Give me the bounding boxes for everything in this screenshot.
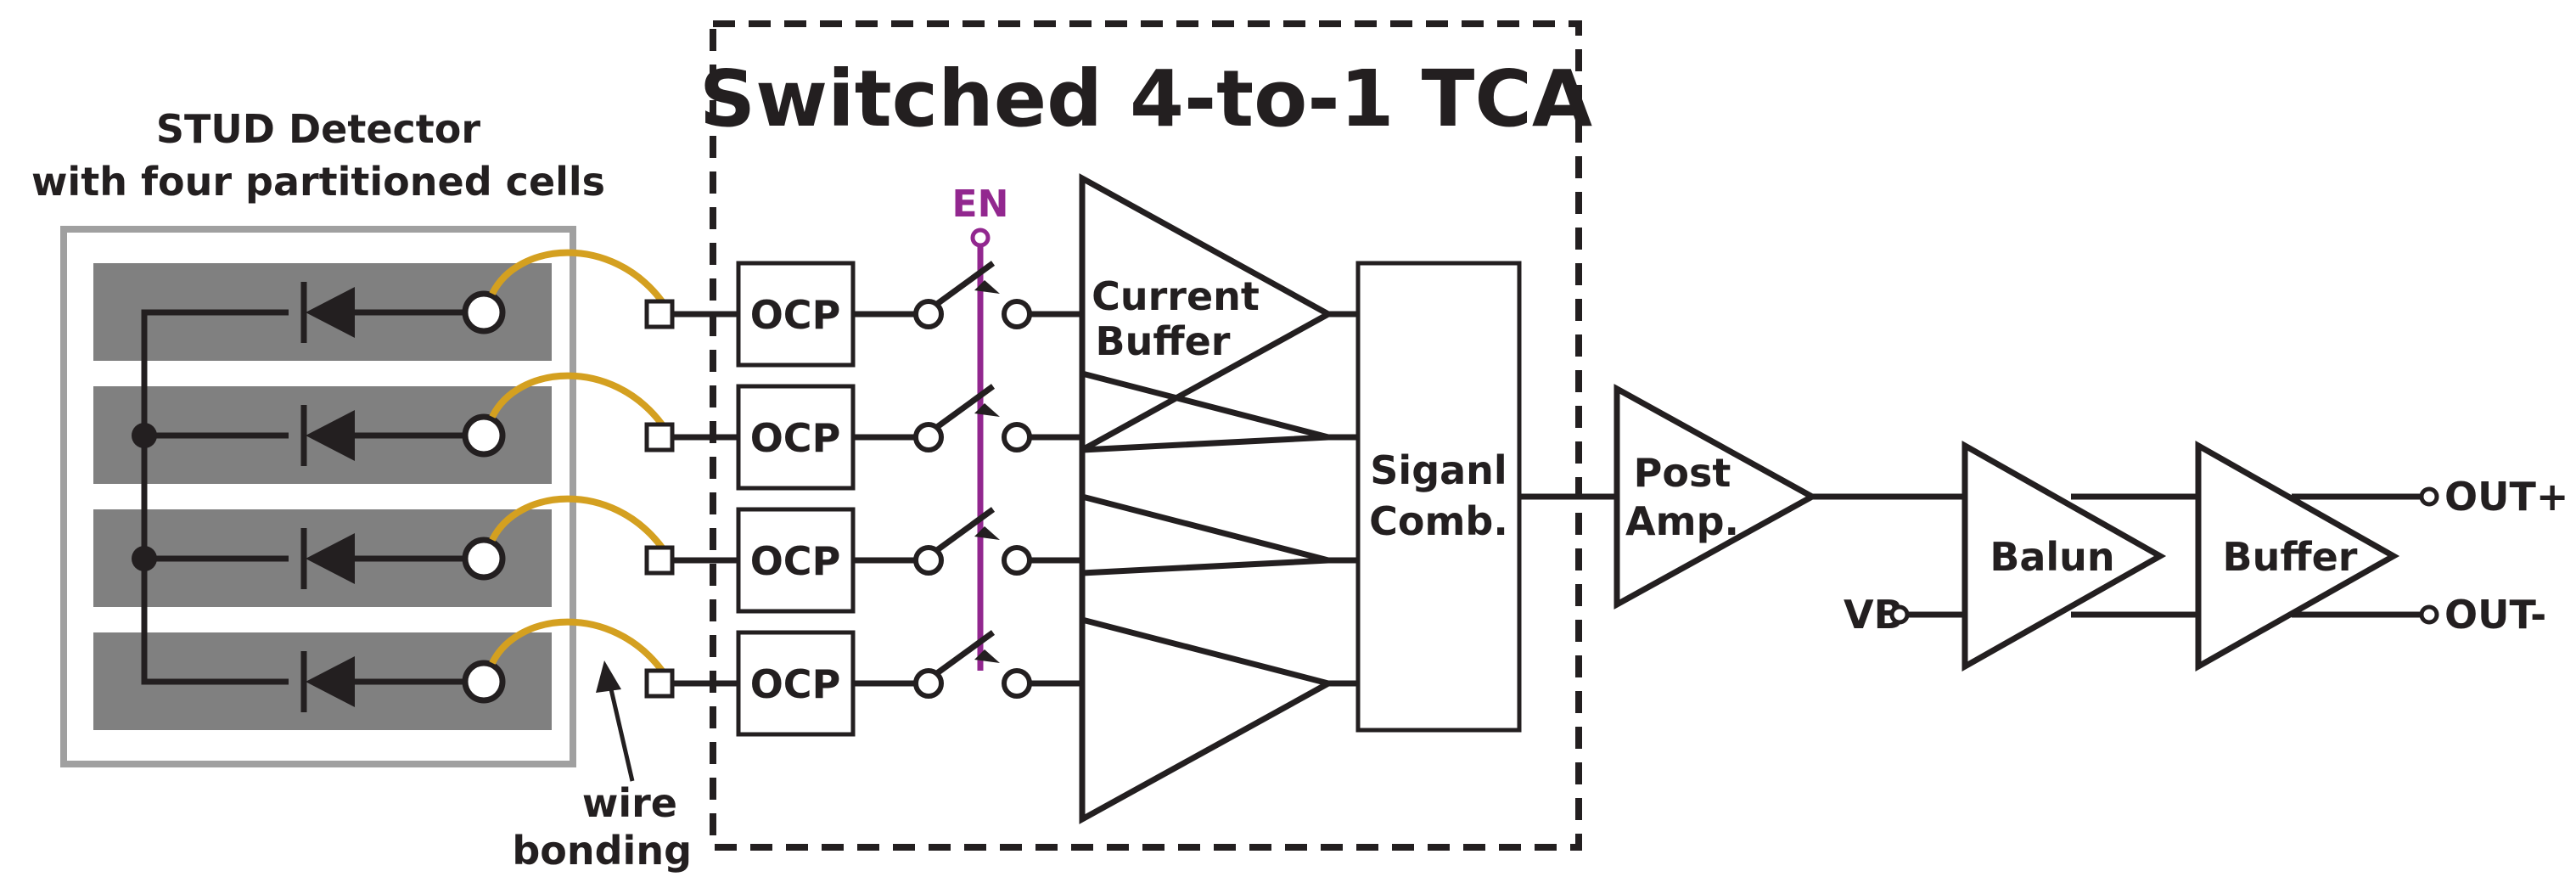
post-amp-triangle xyxy=(1614,384,1819,610)
balun-triangle xyxy=(1961,441,2167,672)
ocp-block-4: OCP xyxy=(736,630,856,737)
ocp-label: OCP xyxy=(750,538,841,584)
wire-bonding-label-line2: bonding xyxy=(512,828,692,874)
chip-pad-4 xyxy=(644,668,675,699)
chip-pad-1 xyxy=(644,299,675,329)
detector-title-line2: with four partitioned cells xyxy=(31,159,605,205)
switch-2 xyxy=(853,384,1082,452)
tca-title: Switched 4-to-1 TCA xyxy=(699,53,1592,144)
ocp-label: OCP xyxy=(750,661,841,707)
wire-bonding-arrow xyxy=(596,660,635,782)
diode-symbol-1 xyxy=(300,282,465,343)
signal-combiner-label-line1: Siganl xyxy=(1370,447,1507,493)
out-minus-label: OUT- xyxy=(2444,592,2546,638)
out-plus-terminal xyxy=(2419,486,2439,507)
ocp-block-2: OCP xyxy=(736,384,856,491)
switch-3 xyxy=(853,507,1082,576)
ocp-label: OCP xyxy=(750,292,841,338)
enable-terminal xyxy=(970,228,991,248)
bond-wire-3 xyxy=(489,495,665,550)
diode-symbol-3 xyxy=(300,528,465,589)
cell-pad-1 xyxy=(462,290,506,334)
bond-wire-4 xyxy=(489,618,665,673)
bond-wire-1 xyxy=(489,249,665,304)
current-buffer-label-line1: Current xyxy=(1092,273,1260,319)
common-bus xyxy=(132,309,289,685)
current-buffer-label-line2: Buffer xyxy=(1096,318,1231,364)
current-buffer-stack xyxy=(1079,173,1337,824)
cell-pad-2 xyxy=(462,413,506,458)
post-amp-label-line1: Post xyxy=(1634,450,1731,496)
cell-pad-4 xyxy=(462,660,506,704)
signal-combiner-label-line2: Comb. xyxy=(1369,498,1508,544)
signal-combiner-block xyxy=(1355,261,1522,733)
ocp-block-3: OCP xyxy=(736,507,856,614)
wire-bonding-label-line1: wire xyxy=(582,780,677,826)
switch-1 xyxy=(853,261,1082,329)
detector-title-line1: STUD Detector xyxy=(156,106,480,152)
diode-symbol-2 xyxy=(300,405,465,466)
ocp-block-1: OCP xyxy=(736,261,856,368)
output-buffer-label: Buffer xyxy=(2223,534,2358,580)
switch-4 xyxy=(853,630,1082,699)
post-amp-label-line2: Amp. xyxy=(1625,498,1739,544)
balun-label: Balun xyxy=(1990,534,2114,580)
output-buffer-triangle xyxy=(2195,441,2400,672)
bond-wire-2 xyxy=(489,372,665,427)
out-plus-label: OUT+ xyxy=(2444,474,2568,520)
diode-symbol-4 xyxy=(300,651,465,712)
enable-label: EN xyxy=(952,183,1009,226)
vb-terminal xyxy=(1889,604,1910,625)
chip-pad-3 xyxy=(644,545,675,576)
cell-pad-3 xyxy=(462,537,506,581)
ocp-label: OCP xyxy=(750,415,841,461)
chip-pad-2 xyxy=(644,422,675,452)
out-minus-terminal xyxy=(2419,604,2439,625)
